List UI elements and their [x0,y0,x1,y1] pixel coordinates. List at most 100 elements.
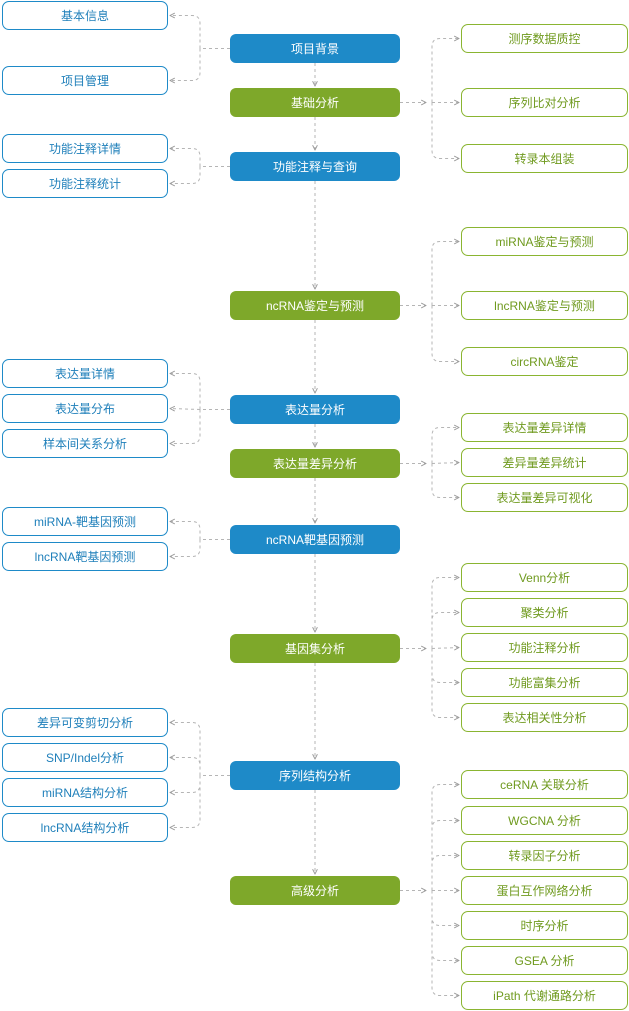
node-project-management[interactable]: 项目管理 [2,66,168,95]
node-snp-indel[interactable]: SNP/Indel分析 [2,743,168,772]
node-ncrna-identification[interactable]: ncRNA鉴定与预测 [230,291,400,320]
node-label: 转录因子分析 [508,849,581,863]
node-label: 项目背景 [290,42,339,56]
node-expression-analysis[interactable]: 表达量分析 [230,395,400,424]
node-sequence-alignment[interactable]: 序列比对分析 [461,88,628,117]
node-annotation-query[interactable]: 功能注释与查询 [230,152,400,181]
node-function-annotation-analysis[interactable]: 功能注释分析 [461,633,628,662]
branch-connector [431,39,459,103]
branch-connector [431,821,459,891]
branch-connector [170,409,201,410]
node-diff-expression-visualization[interactable]: 表达量差异可视化 [461,483,628,512]
node-cerna-analysis[interactable]: ceRNA 关联分析 [461,770,628,799]
node-label: GSEA 分析 [514,954,575,968]
node-label: 基因集分析 [284,642,345,656]
branch-connector [170,409,201,444]
node-label: 表达量分布 [54,402,115,416]
node-expression-correlation[interactable]: 表达相关性分析 [461,703,628,732]
node-label: 功能注释与查询 [272,160,357,174]
node-label: 表达量详情 [54,367,115,381]
branch-connector [431,242,459,306]
branch-connector [170,16,201,49]
node-sequencing-qc[interactable]: 测序数据质控 [461,24,628,53]
node-label: 基础分析 [290,96,339,110]
node-label: 项目管理 [60,74,109,88]
branch-connector [431,648,459,718]
node-diff-expression-details[interactable]: 表达量差异详情 [461,413,628,442]
node-label: lncRNA鉴定与预测 [494,299,595,313]
node-label: 序列结构分析 [278,769,351,783]
branch-connector [431,785,459,891]
node-ncrna-target-prediction[interactable]: ncRNA靶基因预测 [230,525,400,554]
node-label: 功能注释详情 [48,142,121,156]
branch-connector [431,102,459,159]
node-lncrna-structure[interactable]: lncRNA结构分析 [2,813,168,842]
node-label: 差异量差异统计 [502,456,587,470]
node-label: 转录本组装 [514,152,575,166]
node-expression-details[interactable]: 表达量详情 [2,359,168,388]
node-lncrna-target-prediction[interactable]: lncRNA靶基因预测 [2,542,168,571]
node-diff-expression-statistics[interactable]: 差异量差异统计 [461,448,628,477]
node-label: ceRNA 关联分析 [500,778,589,792]
node-gsea-analysis[interactable]: GSEA 分析 [461,946,628,975]
branch-connector [431,613,459,649]
node-venn-analysis[interactable]: Venn分析 [461,563,628,592]
node-lncrna-identification[interactable]: lncRNA鉴定与预测 [461,291,628,320]
node-transcription-factor[interactable]: 转录因子分析 [461,841,628,870]
node-basic-info[interactable]: 基本信息 [2,1,168,30]
node-label: 聚类分析 [520,606,569,620]
node-label: 高级分析 [290,884,339,898]
branch-connector [431,648,459,649]
node-label: miRNA-靶基因预测 [34,515,136,529]
node-label: WGCNA 分析 [508,814,581,828]
node-annotation-details[interactable]: 功能注释详情 [2,134,168,163]
branch-connector [170,775,201,828]
node-label: 表达相关性分析 [502,711,587,725]
branch-connector [431,890,459,996]
node-label: iPath 代谢通路分析 [493,989,596,1003]
branch-connector [170,723,201,776]
branch-connector [431,648,459,683]
node-function-enrichment[interactable]: 功能富集分析 [461,668,628,697]
node-label: 差异可变剪切分析 [36,716,133,730]
node-label: 表达量分析 [284,403,345,417]
node-mirna-target-prediction[interactable]: miRNA-靶基因预测 [2,507,168,536]
node-label: miRNA鉴定与预测 [495,235,594,249]
node-label: Venn分析 [518,571,571,585]
node-time-series[interactable]: 时序分析 [461,911,628,940]
branch-connector [170,758,201,776]
node-differential-expression[interactable]: 表达量差异分析 [230,449,400,478]
node-ppi-network[interactable]: 蛋白互作网络分析 [461,876,628,905]
node-mirna-identification[interactable]: miRNA鉴定与预测 [461,227,628,256]
node-transcript-assembly[interactable]: 转录本组装 [461,144,628,173]
branch-connector [170,775,201,793]
node-cluster-analysis[interactable]: 聚类分析 [461,598,628,627]
node-circrna-identification[interactable]: circRNA鉴定 [461,347,628,376]
node-label: 测序数据质控 [508,32,581,46]
branch-connector [431,856,459,891]
node-label: ncRNA靶基因预测 [265,533,364,547]
node-basic-analysis[interactable]: 基础分析 [230,88,400,117]
branch-connector [431,463,459,464]
node-sequence-structure[interactable]: 序列结构分析 [230,761,400,790]
node-wgcna-analysis[interactable]: WGCNA 分析 [461,806,628,835]
node-mirna-structure[interactable]: miRNA结构分析 [2,778,168,807]
node-advanced-analysis[interactable]: 高级分析 [230,876,400,905]
node-label: SNP/Indel分析 [45,751,125,765]
branch-connector [170,166,201,184]
node-expression-distribution[interactable]: 表达量分布 [2,394,168,423]
branch-connector [431,428,459,464]
node-annotation-statistics[interactable]: 功能注释统计 [2,169,168,198]
node-label: 蛋白互作网络分析 [496,884,593,898]
node-label: 表达量差异分析 [272,457,357,471]
node-alternative-splicing[interactable]: 差异可变剪切分析 [2,708,168,737]
node-project-background[interactable]: 项目背景 [230,34,400,63]
node-sample-relationship[interactable]: 样本间关系分析 [2,429,168,458]
node-gene-set-analysis[interactable]: 基因集分析 [230,634,400,663]
branch-connector [170,48,201,81]
node-label: 功能注释分析 [508,641,581,655]
node-label: circRNA鉴定 [510,355,579,369]
node-ipath-analysis[interactable]: iPath 代谢通路分析 [461,981,628,1010]
branch-connector [170,522,201,540]
